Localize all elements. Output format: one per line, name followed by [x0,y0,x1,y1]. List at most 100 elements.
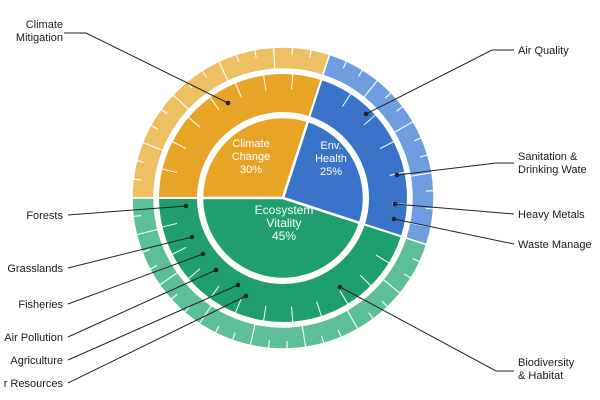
callout-dot-air-pollution [213,267,219,273]
outer-tick [149,265,158,270]
middle-tick [316,301,323,318]
inner-slice-ecosystem [200,196,362,281]
outer-tick [309,49,312,58]
center-label-line: Ecosystem [255,203,314,217]
middle-tick [171,247,187,256]
outer-tick [393,120,414,134]
outer-tick [214,325,220,334]
callout-dot-agriculture [235,282,241,288]
outer-tick [170,293,178,300]
middle-tick [187,116,201,128]
outer-tick [321,335,325,344]
outer-tick [363,79,378,98]
middle-tick [161,222,178,228]
middle-tick [291,306,294,323]
middle-tick [375,254,390,264]
middle-tick [363,113,377,126]
callout-label-line: Air Quality [518,45,569,57]
callout-line-climate-mitigation [64,32,229,104]
callout-label-grasslands: Grasslands [7,263,63,275]
middle-tick [359,274,372,287]
outer-tick [218,61,229,82]
outer-tick [201,70,207,78]
outer-tick [337,329,342,338]
outer-tick [301,325,307,348]
callout-dot-waste-management [391,216,397,222]
callout-line-agriculture [67,284,239,361]
callout-label-line: & Habitat [518,370,563,382]
middle-tick [379,140,395,149]
middle-tick [187,268,201,280]
outer-tick [198,305,212,324]
outer-tick [268,340,270,349]
outer-tick [396,105,404,112]
outer-tick [249,323,256,346]
middle-tick [262,74,267,91]
callout-label-line: r Resources [4,378,64,390]
callout-label-line: Sanitation & [518,151,578,163]
middle-tick [339,290,349,305]
outer-tick [382,278,401,294]
outer-tick [412,258,421,263]
middle-ring-climate [156,72,323,199]
center-label-line: 30% [240,164,262,176]
outer-tick [231,332,236,341]
middle-tick [341,92,352,107]
callout-line-water-resources [67,295,247,384]
center-label-line: Env. [320,140,341,152]
sunburst-rings [131,46,435,350]
callout-label-agriculture: Agriculture [10,355,63,367]
outer-tick [342,60,348,69]
callout-dot-air-quality [363,111,369,117]
callout-label-line: Grasslands [7,263,63,275]
outer-tick [254,49,257,58]
callout-label-forests: Forests [26,210,63,222]
callout-label-line: Drinking Wate [518,164,587,176]
center-label-line: Health [315,153,347,165]
callout-line-air-pollution [67,269,217,338]
outer-tick [413,137,422,142]
callout-label-biodiversity: Biodiversity& Habitat [518,357,575,382]
callout-line-air-quality [365,49,514,115]
callout-line-biodiversity [339,286,514,372]
callout-line-heavy-metals [394,203,515,215]
callout-lines [64,32,515,384]
callout-label-line: Agriculture [10,355,63,367]
center-label-line: Change [232,151,271,163]
callout-line-waste-management [393,218,515,245]
outer-tick [141,249,150,253]
callout-line-forests [67,205,187,216]
outer-tick [368,312,374,320]
callout-label-waste-management: Waste Manage [518,239,592,251]
middle-tick [234,298,242,314]
outer-tick [291,47,294,56]
middle-tick [291,73,294,90]
outer-tick [184,306,191,313]
outer-tick [142,141,164,152]
callout-dot-biodiversity [337,284,343,290]
outer-tick [160,108,168,115]
callout-label-line: Climate [26,19,63,31]
middle-tick [262,305,267,322]
outer-tick [357,69,364,77]
callout-line-grasslands [67,236,193,269]
callout-label-line: Biodiversity [518,357,575,369]
callout-label-line: Waste Manage [518,239,592,251]
callout-dot-grasslands [189,234,195,240]
outer-tick [403,273,412,279]
center-label-line: 45% [272,229,296,243]
callout-dot-sanitation [394,172,400,178]
center-label-line: Vitality [266,216,301,230]
middle-tick [234,82,242,98]
outer-tick [136,228,159,236]
callout-label-line: Fisheries [18,299,63,311]
callout-label-line: Forests [26,210,63,222]
callout-label-fisheries: Fisheries [18,299,63,311]
